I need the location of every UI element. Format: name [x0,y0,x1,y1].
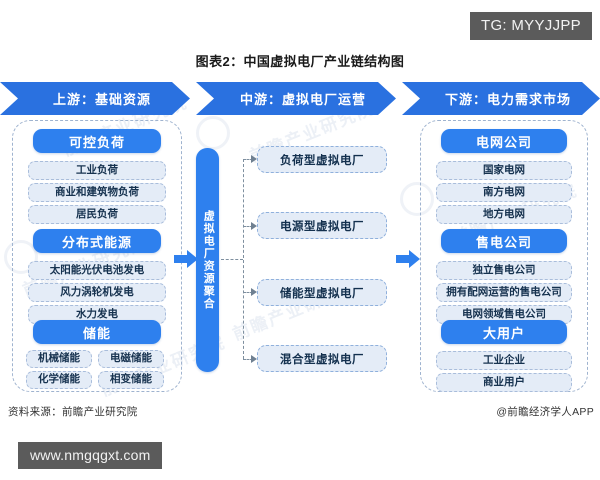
stage-arrow-midstream-to-downstream [396,250,420,268]
upstream-item-2-3: 相变储能 [98,371,164,389]
upstream-item-1-1: 风力涡轮机发电 [28,283,166,302]
source-note: 资料来源：前瞻产业研究院 [8,406,138,418]
downstream-item-1-0: 独立售电公司 [436,261,572,280]
downstream-item-2-0: 工业企业 [436,351,572,370]
midstream-type-1: 电源型虚拟电厂 [257,212,387,239]
connector-arrowhead-0 [251,155,257,163]
stage-banner-row: 上游：基础资源 中游：虚拟电厂运营 下游：电力需求市场 [0,82,600,115]
downstream-item-2-1: 商业用户 [436,373,572,392]
downstream-group-header-1: 售电公司 [441,229,567,253]
connector-trunk-v [243,159,244,359]
downstream-group-header-2: 大用户 [441,320,567,344]
watermark-circle [196,116,230,150]
upstream-item-0-2: 居民负荷 [28,205,166,224]
downstream-item-0-2: 地方电网 [436,205,572,224]
stage-arrow-upstream-to-midstream [174,250,198,268]
upstream-group-header-0: 可控负荷 [33,129,161,153]
connector-arrowhead-3 [251,355,257,363]
downstream-item-1-1: 拥有配网运营的售电公司 [436,283,572,302]
stage-banner-midstream: 中游：虚拟电厂运营 [196,82,396,115]
connector-branch-1 [243,226,253,227]
upstream-item-0-0: 工业负荷 [28,161,166,180]
url-watermark-badge: www.nmgqgxt.com [18,442,163,469]
tg-watermark-badge: TG: MYYJJPP [470,12,592,40]
connector-branch-0 [243,159,253,160]
upstream-item-0-1: 商业和建筑物负荷 [28,183,166,202]
downstream-item-0-0: 国家电网 [436,161,572,180]
upstream-item-1-0: 太阳能光伏电池发电 [28,261,166,280]
chart-title: 图表2：中国虚拟电厂产业链结构图 [195,54,405,69]
downstream-item-0-1: 南方电网 [436,183,572,202]
upstream-item-2-0: 机械储能 [26,350,92,368]
app-note: @前瞻经济学人APP [496,406,594,418]
connector-arrowhead-1 [251,222,257,230]
connector-branch-3 [243,359,253,360]
aggregation-bar-label: 虚拟电厂资源聚合 [202,210,215,310]
connector-arrowhead-2 [251,288,257,296]
stage-banner-upstream: 上游：基础资源 [0,82,190,115]
upstream-item-2-1: 电磁储能 [98,350,164,368]
connector-branch-2 [243,292,253,293]
upstream-group-header-2: 储能 [33,320,161,344]
stage-banner-downstream: 下游：电力需求市场 [402,82,600,115]
aggregation-bar: 虚拟电厂资源聚合 [196,148,219,372]
midstream-type-3: 混合型虚拟电厂 [257,345,387,372]
connector-trunk-h [221,259,243,260]
upstream-item-2-2: 化学储能 [26,371,92,389]
midstream-type-2: 储能型虚拟电厂 [257,279,387,306]
downstream-group-header-0: 电网公司 [441,129,567,153]
upstream-group-header-1: 分布式能源 [33,229,161,253]
midstream-type-0: 负荷型虚拟电厂 [257,146,387,173]
